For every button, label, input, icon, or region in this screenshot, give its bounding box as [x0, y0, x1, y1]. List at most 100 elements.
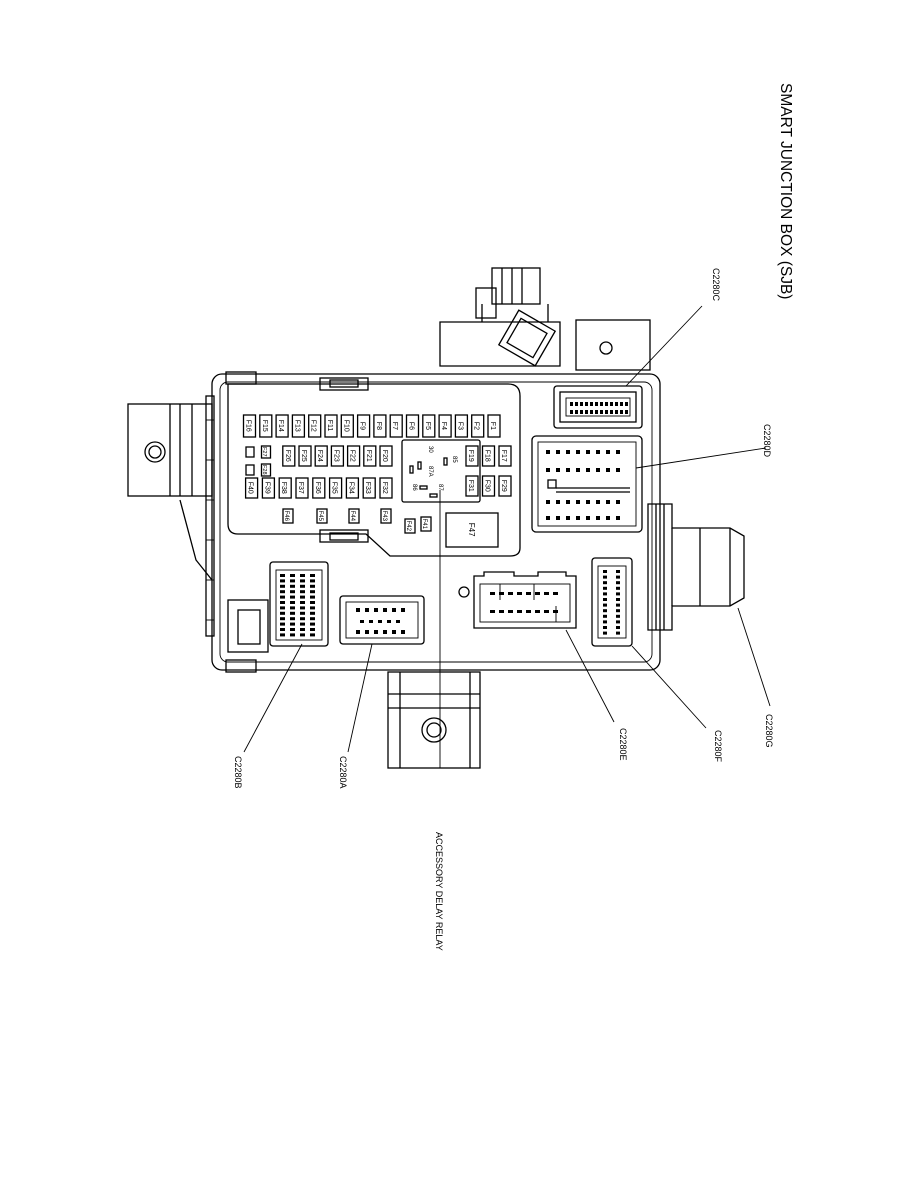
- fuse-f42: F42: [404, 518, 416, 534]
- connector-c2280b-body: [269, 561, 329, 647]
- connector-pin: [280, 628, 285, 631]
- top-mount-bracket: [439, 267, 651, 371]
- fuse-label: F7: [391, 422, 398, 430]
- connector-c2280a-body: [339, 595, 425, 645]
- connector-pin: [616, 575, 620, 579]
- connector-pin: [300, 584, 305, 588]
- connector-pin: [586, 450, 590, 454]
- connector-pin: [546, 516, 550, 520]
- fuse-f6: F6: [405, 414, 420, 438]
- connector-pin: [603, 614, 607, 618]
- connector-pin: [300, 633, 305, 637]
- fuse-f9: F9: [356, 414, 371, 438]
- connector-pin: [596, 516, 600, 520]
- connector-pin: [300, 617, 305, 621]
- connector-pin: [310, 579, 315, 583]
- fuse-label: F42: [405, 521, 411, 532]
- fuse-label: F4: [440, 422, 447, 430]
- fuse-f16: F16: [242, 414, 257, 438]
- connector-pin: [566, 516, 570, 520]
- fuse-f15: F15: [259, 414, 273, 438]
- connector-pin: [615, 410, 618, 414]
- fuse-label: F45: [317, 511, 323, 522]
- connector-c2280f-body: [591, 557, 633, 647]
- connector-pin: [606, 468, 610, 472]
- connector-pin: [585, 410, 588, 414]
- connector-pin: [392, 630, 396, 634]
- connector-pin: [499, 610, 504, 613]
- connector-pin: [401, 630, 405, 634]
- label-c2280a: C2280A: [338, 756, 348, 789]
- connector-pin: [280, 601, 285, 604]
- connector-pin: [603, 586, 607, 590]
- fuse-f5: F5: [422, 414, 436, 438]
- connector-pin: [556, 500, 560, 504]
- fuse-panel: [227, 377, 521, 557]
- connector-pin: [603, 581, 607, 585]
- connector-pin: [490, 610, 495, 613]
- connector-pin: [606, 516, 610, 520]
- fuse-label: F5: [424, 422, 431, 430]
- c2280d-pins: [546, 450, 620, 520]
- fuse-f26: F26: [282, 445, 296, 467]
- connector-pin: [280, 606, 285, 610]
- connector-pin: [310, 633, 315, 637]
- fuse-f12: F12: [308, 414, 322, 438]
- connector-pin: [374, 630, 378, 634]
- connector-pin: [544, 610, 549, 613]
- fuse-f21: F21: [363, 445, 377, 467]
- fuse-label: F33: [364, 482, 371, 494]
- accessory-delay-relay-socket: 85 30 87A 86 87: [401, 439, 481, 503]
- fuse-label: F16: [245, 420, 252, 432]
- connector-pin: [526, 592, 531, 595]
- fuse-f19: F19: [465, 445, 479, 467]
- fuse-f13: F13: [291, 414, 306, 438]
- connector-pin: [290, 611, 295, 615]
- connector-pin: [615, 402, 618, 406]
- connector-pin: [535, 610, 540, 613]
- connector-pin: [387, 620, 391, 623]
- connector-pin: [625, 402, 628, 406]
- fuse-f47: F47: [445, 512, 499, 548]
- connector-pin: [374, 608, 378, 612]
- c2280c-pins: [570, 402, 628, 414]
- fuse-label: F38: [280, 482, 287, 494]
- connector-pin: [396, 620, 400, 623]
- fuse-f32: F32: [379, 477, 393, 499]
- fuse-label: F8: [375, 422, 382, 430]
- connector-pin: [499, 592, 504, 595]
- connector-pin: [606, 450, 610, 454]
- connector-pin: [300, 601, 305, 604]
- label-c2280b: C2280B: [233, 756, 243, 789]
- relay-pin-87: 87: [437, 484, 443, 491]
- connector-pin: [616, 516, 620, 520]
- relay-pin-86: 86: [411, 484, 417, 491]
- c2280g-housing: [647, 503, 745, 631]
- connector-pin: [586, 500, 590, 504]
- fuse-f17: F17: [498, 445, 512, 467]
- connector-pin: [590, 410, 593, 414]
- fuse-label: F25: [300, 450, 307, 462]
- connector-pin: [300, 579, 305, 583]
- connector-pin: [603, 609, 607, 613]
- connector-pin: [600, 410, 603, 414]
- relay-pin-87a: 87A: [427, 466, 433, 477]
- fuse-f10: F10: [340, 414, 354, 438]
- fuse-cavity: [245, 446, 255, 458]
- fuse-label: F43: [381, 511, 387, 522]
- leader-lines: [243, 305, 771, 768]
- connector-pin: [383, 608, 387, 612]
- connector-pin: [616, 598, 620, 601]
- connector-pin: [616, 626, 620, 629]
- connector-pin: [280, 633, 285, 637]
- fuse-label: F29: [500, 480, 507, 492]
- fuse-label: F47: [467, 523, 476, 537]
- connector-pin: [556, 516, 560, 520]
- fuse-f35: F35: [328, 477, 343, 499]
- fuse-f23: F23: [330, 445, 345, 467]
- diagram-title: SMART JUNCTION BOX (SJB): [777, 83, 794, 299]
- fuse-f29: F29: [498, 475, 512, 497]
- connector-pin: [600, 402, 603, 406]
- fuse-label: F26: [284, 450, 291, 462]
- connector-pin: [280, 595, 285, 599]
